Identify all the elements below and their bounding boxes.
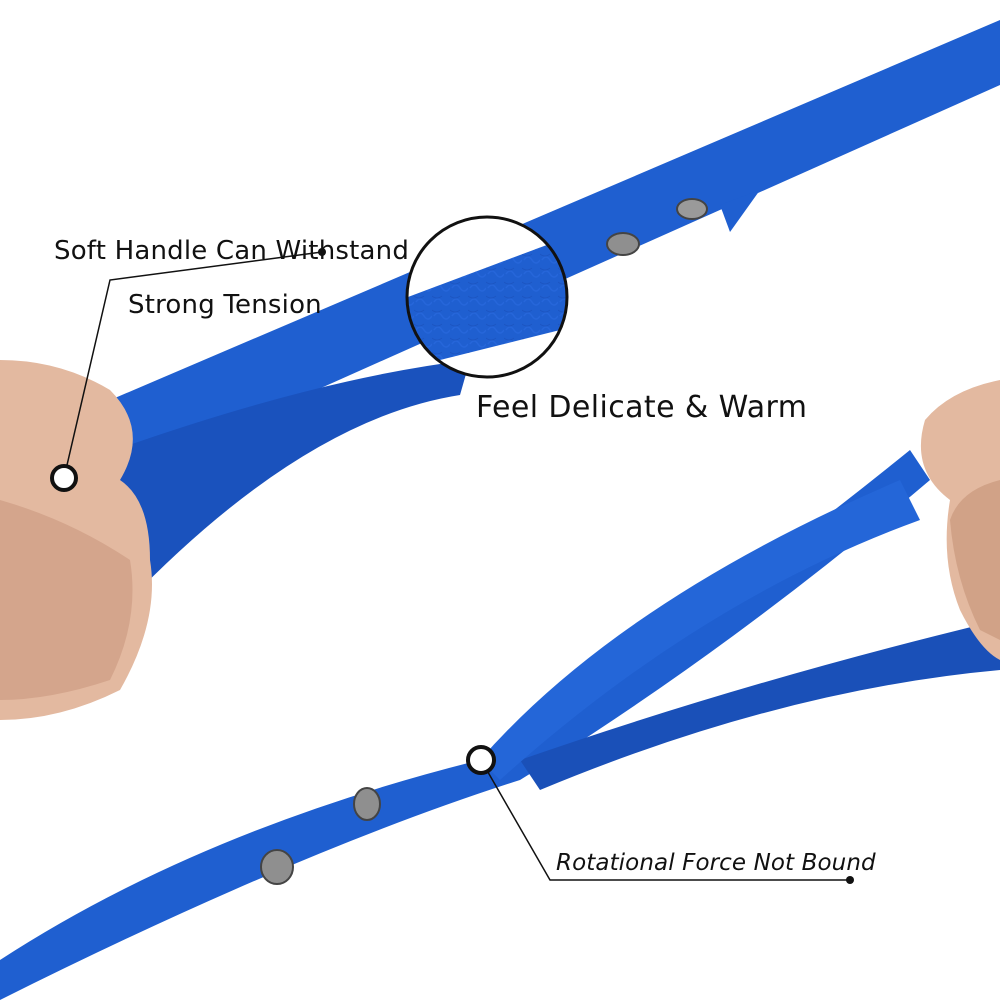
callout-line-handle [63, 251, 323, 479]
handle-callout-line2: Strong Tension [128, 290, 322, 320]
rotation-callout: Rotational Force Not Bound [556, 850, 876, 876]
lower-strap-return [520, 620, 1000, 790]
lower-strap-twist [480, 480, 920, 780]
left-hand-shadow [0, 500, 133, 700]
lower-strap [0, 450, 930, 1000]
rivet [606, 232, 640, 256]
rivet [260, 849, 294, 885]
rivet [353, 787, 381, 821]
handle-callout-line1: Soft Handle Can Withstand [54, 236, 410, 266]
handle-loop [60, 360, 470, 610]
callout-dot [318, 248, 326, 256]
texture-callout: Feel Delicate & Warm [476, 390, 808, 425]
right-hand-shadow [950, 480, 1000, 640]
callout-line-rotation [480, 759, 850, 881]
callout-marker [466, 745, 496, 775]
zoom-circle [405, 215, 569, 379]
callout-marker [50, 464, 78, 492]
rivet [676, 198, 708, 220]
callout-dot [846, 876, 854, 884]
strap-tab [720, 190, 760, 232]
